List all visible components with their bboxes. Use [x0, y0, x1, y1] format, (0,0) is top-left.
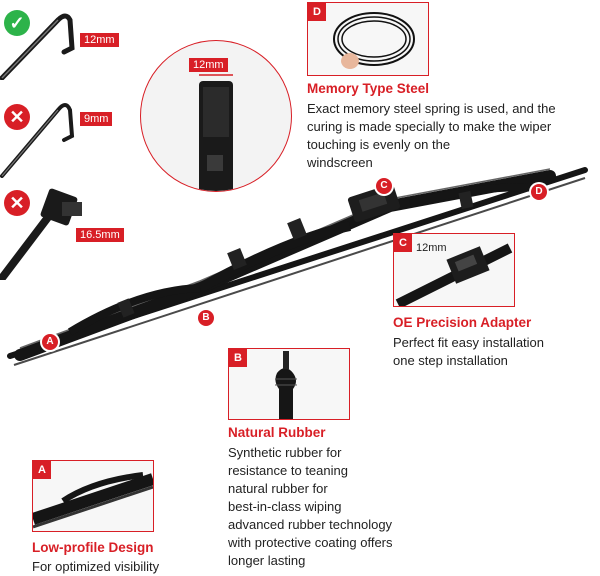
- adapter-description: Perfect fit easy installation one step i…: [393, 334, 598, 370]
- marker-b: B: [198, 310, 214, 326]
- memory-steel-line: windscreen: [307, 155, 373, 170]
- closeup-dimension: 12mm: [189, 58, 228, 72]
- adapter-dimension: 12mm: [416, 242, 447, 254]
- rubber-line: natural rubber for: [228, 481, 328, 496]
- low-profile-title: Low-profile Design: [32, 540, 154, 555]
- rubber-image-box: B: [228, 348, 350, 420]
- rubber-tag: B: [229, 349, 247, 367]
- adapter-closeup-image: [199, 74, 233, 191]
- cross-icon: ✕: [4, 190, 30, 216]
- marker-a: A: [42, 334, 58, 350]
- memory-steel-line: touching is evenly on the: [307, 137, 451, 152]
- adapter-line: one step installation: [393, 353, 508, 368]
- hook-arm-image: [0, 13, 75, 80]
- fit-check-1: ✓ 12mm: [0, 0, 130, 80]
- marker-d: D: [531, 184, 547, 200]
- hook-arm-image: [0, 188, 82, 280]
- wiper-blade-image: [7, 167, 588, 366]
- fit-check-2: ✕ 9mm: [0, 88, 130, 178]
- memory-steel-title: Memory Type Steel: [307, 81, 430, 96]
- closeup-circle: 12mm: [140, 40, 292, 192]
- rubber-title: Natural Rubber: [228, 425, 326, 440]
- memory-steel-image-box: D: [307, 2, 429, 76]
- adapter-title: OE Precision Adapter: [393, 315, 532, 330]
- fit-check-3: ✕ 16.5mm: [0, 180, 150, 280]
- size-tag-12mm: 12mm: [80, 33, 119, 47]
- memory-steel-line: Exact memory steel spring is used, and t…: [307, 101, 556, 116]
- low-profile-image: [33, 472, 153, 529]
- adapter-image-box: C 12mm: [393, 233, 515, 307]
- adapter-tag: C: [394, 234, 412, 252]
- low-profile-description: For optimized visibility: [32, 558, 222, 576]
- rubber-line: with protective coating offers: [228, 535, 393, 550]
- low-profile-line: For optimized visibility: [32, 559, 160, 574]
- rubber-line: best-in-class wiping: [228, 499, 342, 514]
- check-icon: ✓: [4, 10, 30, 36]
- rubber-line: longer lasting: [228, 553, 306, 568]
- memory-steel-line: curing is made specially to make the wip…: [307, 119, 552, 134]
- adapter-image: [395, 243, 513, 306]
- adapter-line: Perfect fit easy installation: [393, 335, 545, 350]
- size-tag-9mm: 9mm: [80, 112, 113, 126]
- memory-steel-tag: D: [308, 3, 326, 21]
- steel-coil-image: [333, 12, 415, 69]
- low-profile-image-box: A: [32, 460, 154, 532]
- cross-icon: ✕: [4, 104, 30, 130]
- size-tag-16.5mm: 16.5mm: [76, 228, 124, 242]
- rubber-line: advanced rubber technology: [228, 517, 393, 532]
- rubber-line: resistance to teaning: [228, 463, 348, 478]
- low-profile-tag: A: [33, 461, 51, 479]
- hook-arm-image: [0, 103, 75, 178]
- marker-c: C: [376, 178, 392, 194]
- rubber-description: Synthetic rubber for resistance to teani…: [228, 444, 428, 570]
- rubber-profile-image: [275, 351, 297, 419]
- memory-steel-description: Exact memory steel spring is used, and t…: [307, 100, 597, 172]
- rubber-line: Synthetic rubber for: [228, 445, 342, 460]
